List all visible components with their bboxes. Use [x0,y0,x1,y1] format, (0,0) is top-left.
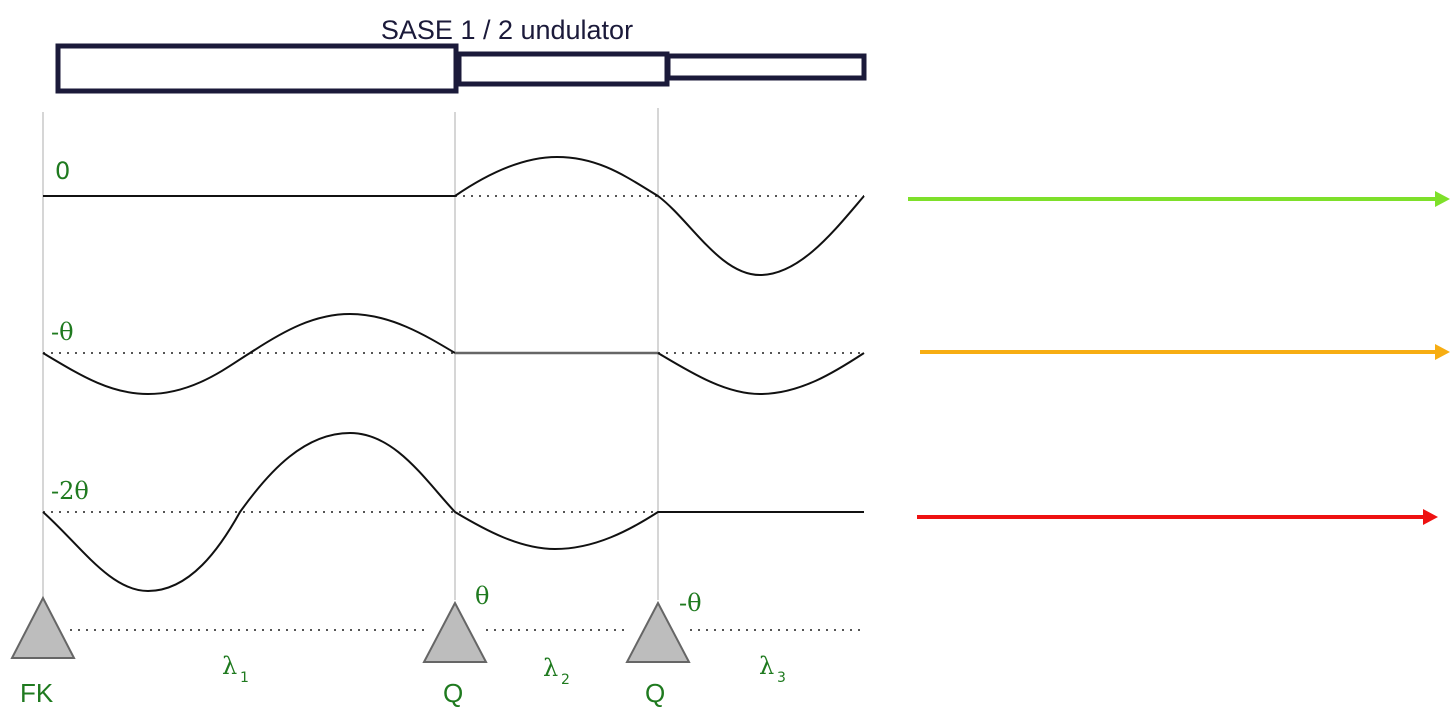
wavelength-1-symbol: λ [222,652,237,680]
undulator-segments [55,43,867,94]
magnets [10,595,691,663]
wavelength-lambda-1: λ 1 [222,652,249,686]
magnet-q1-triangle [422,600,488,663]
trajectory-row-minus-theta-end [657,352,865,396]
magnet-q2-phase: -θ [679,589,702,617]
undulator-segment-2 [456,51,670,87]
output-arrowhead-orange [1435,344,1450,360]
row-label-minus-theta: -θ [51,318,74,346]
wavelength-3-symbol: λ [759,652,774,680]
magnet-q2-label: Q [645,678,665,708]
output-arrowhead-red [1423,509,1438,525]
magnet-q1-label: Q [443,678,463,708]
trajectory-row-minus-2theta [42,431,864,593]
magnet-q1-phase: θ [475,582,489,610]
output-arrowhead-green [1435,191,1450,207]
row-label-minus-2theta: -2θ [51,477,89,505]
trajectory-row-minus-theta [42,312,456,396]
magnet-q2-triangle [625,600,691,663]
wavelength-3-subscript: 3 [777,670,786,686]
trajectory-row-0 [43,155,865,277]
magnet-fk-label: FK [20,678,54,708]
wavelength-2-symbol: λ [543,654,558,682]
undulator-segment-3 [665,53,867,81]
undulator-segment-1 [55,43,459,94]
magnet-fk-triangle [10,595,76,659]
undulator-title: SASE 1 / 2 undulator [381,15,633,45]
wavelength-lambda-3: λ 3 [759,652,786,686]
wavelength-1-subscript: 1 [240,670,249,686]
reference-lines [43,195,864,631]
output-arrows [908,191,1450,525]
wavelength-2-subscript: 2 [561,672,570,688]
row-label-0: 0 [55,157,70,185]
wavelength-lambda-2: λ 2 [543,654,570,688]
